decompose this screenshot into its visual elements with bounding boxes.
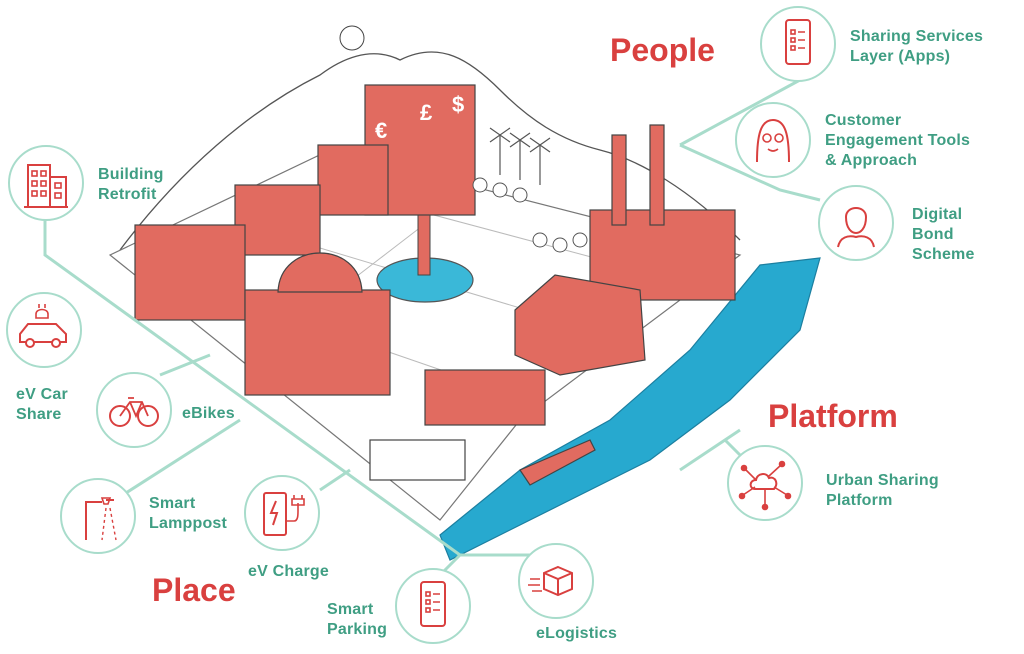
- ebikes-label: eBikes: [182, 405, 235, 422]
- smart-lamppost-label: Smart Lamppost: [149, 495, 228, 532]
- wind-turbines: [489, 127, 551, 185]
- ev-car-share-label: eV Car Share: [16, 386, 68, 423]
- warehouse: [424, 369, 546, 426]
- urban-sharing-node: [727, 445, 803, 521]
- smart-parking-node: [395, 568, 471, 644]
- building-retrofit-label: Building Retrofit: [98, 166, 164, 203]
- chimney-2: [649, 124, 665, 226]
- ebikes-node: [96, 372, 172, 448]
- woman-avatar-icon: [756, 118, 790, 163]
- smart-parking-label: Smart Parking: [327, 601, 388, 638]
- elogistics-label: eLogistics: [536, 625, 618, 642]
- houses: [514, 274, 646, 376]
- building-retrofit-node: [8, 145, 84, 221]
- domed-hall: [244, 289, 391, 396]
- office-building: [317, 144, 389, 216]
- bicycle-icon: [109, 397, 159, 427]
- charging-station-icon: [263, 492, 305, 536]
- man-avatar-icon: [837, 207, 875, 248]
- lamppost-icon: [85, 497, 117, 541]
- building-icon: [24, 164, 68, 208]
- smartphone-parking-icon: [420, 581, 446, 627]
- boat: [519, 439, 596, 486]
- electric-car-icon: [19, 304, 67, 348]
- trees: [472, 177, 588, 253]
- digital-bond-label: Digital Bond Scheme: [912, 206, 975, 263]
- urban-sharing-label: Urban Sharing Platform: [826, 472, 939, 509]
- platform-heading: Platform: [768, 398, 898, 434]
- dollar-sign: $: [452, 92, 465, 117]
- smart-lamppost-node: [60, 478, 136, 554]
- dock-yard: [369, 439, 466, 481]
- river: [439, 257, 821, 561]
- customer-engagement-label: Customer Engagement Tools & Approach: [825, 112, 971, 169]
- people-heading: People: [610, 32, 715, 68]
- ev-charge-label: eV Charge: [248, 563, 329, 580]
- smartphone-app-icon: [785, 19, 811, 65]
- cloud-network-icon: [738, 460, 792, 511]
- digital-bond-node: [818, 185, 894, 261]
- townhouse: [234, 184, 321, 256]
- observatory: [339, 25, 365, 51]
- place-heading: Place: [152, 572, 236, 608]
- customer-engagement-node: [735, 102, 811, 178]
- elogistics-node: [518, 543, 594, 619]
- monument: [417, 209, 431, 276]
- chimney-1: [611, 134, 627, 226]
- ev-charge-node: [244, 475, 320, 551]
- town-hall: [134, 224, 246, 321]
- sharing-services-node: [760, 6, 836, 82]
- delivery-box-icon: [528, 565, 573, 597]
- pound-sign: £: [420, 100, 433, 125]
- dome: [277, 252, 363, 293]
- ev-car-share-node: [6, 292, 82, 368]
- sharing-services-label: Sharing Services Layer (Apps): [850, 28, 984, 65]
- euro-sign: €: [375, 118, 388, 143]
